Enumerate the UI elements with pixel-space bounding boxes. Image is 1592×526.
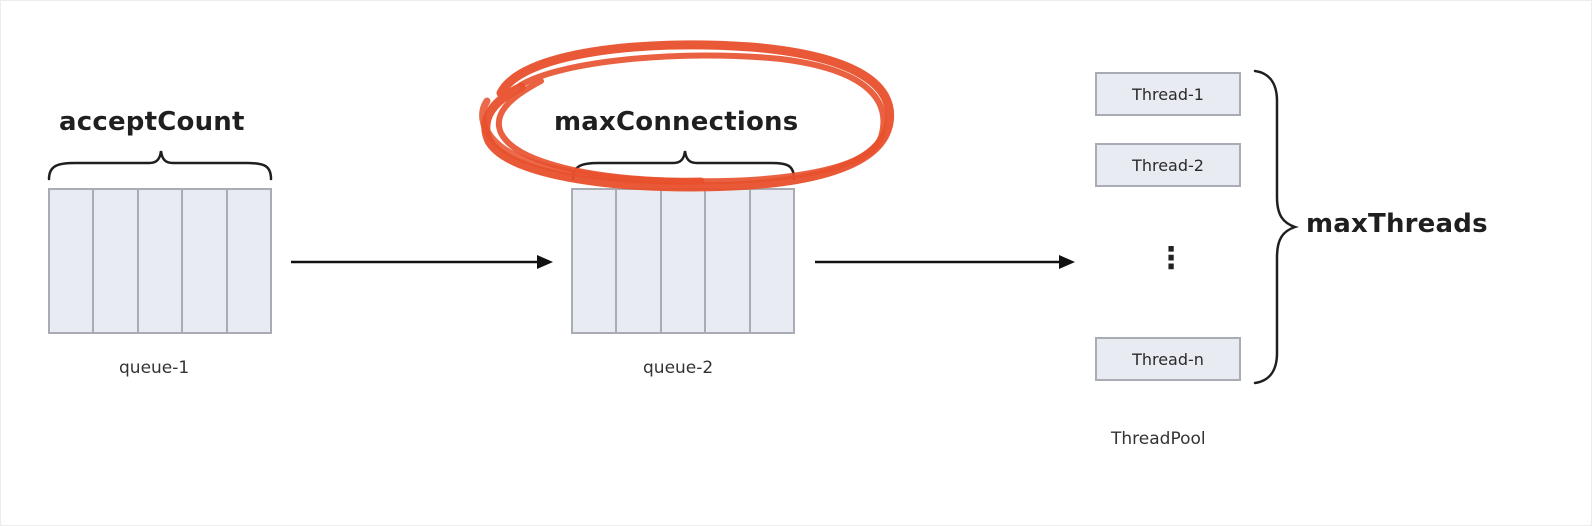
queue-slot — [573, 190, 618, 332]
queue-slot — [227, 190, 271, 332]
queue-slot — [183, 190, 228, 332]
thread-ellipsis: ⋮ — [1156, 241, 1186, 276]
queue-slot — [706, 190, 751, 332]
queue-2 — [571, 188, 795, 334]
accept-count-brace — [47, 150, 273, 181]
highlight-circle — [479, 40, 895, 192]
thread-box-2: Thread-2 — [1095, 143, 1241, 187]
arrow-head-2 — [1059, 255, 1075, 269]
thread-box-n: Thread-n — [1095, 337, 1241, 381]
max-connections-brace — [571, 150, 796, 181]
queue-2-caption: queue-2 — [643, 358, 714, 378]
queue-slot — [50, 190, 95, 332]
queue-slot — [94, 190, 139, 332]
max-threads-label: maxThreads — [1306, 209, 1488, 239]
queue-slot — [661, 190, 707, 332]
queue-slot — [750, 190, 794, 332]
thread-box-1: Thread-1 — [1095, 72, 1241, 116]
accept-count-label: acceptCount — [59, 107, 245, 137]
queue-1 — [48, 188, 272, 334]
queue-1-caption: queue-1 — [119, 358, 190, 378]
arrow-head-1 — [537, 255, 553, 269]
max-threads-brace — [1253, 69, 1299, 385]
max-connections-label: maxConnections — [554, 107, 799, 137]
queue-slot — [138, 190, 184, 332]
queue-slot — [617, 190, 662, 332]
thread-pool-caption: ThreadPool — [1111, 429, 1206, 449]
